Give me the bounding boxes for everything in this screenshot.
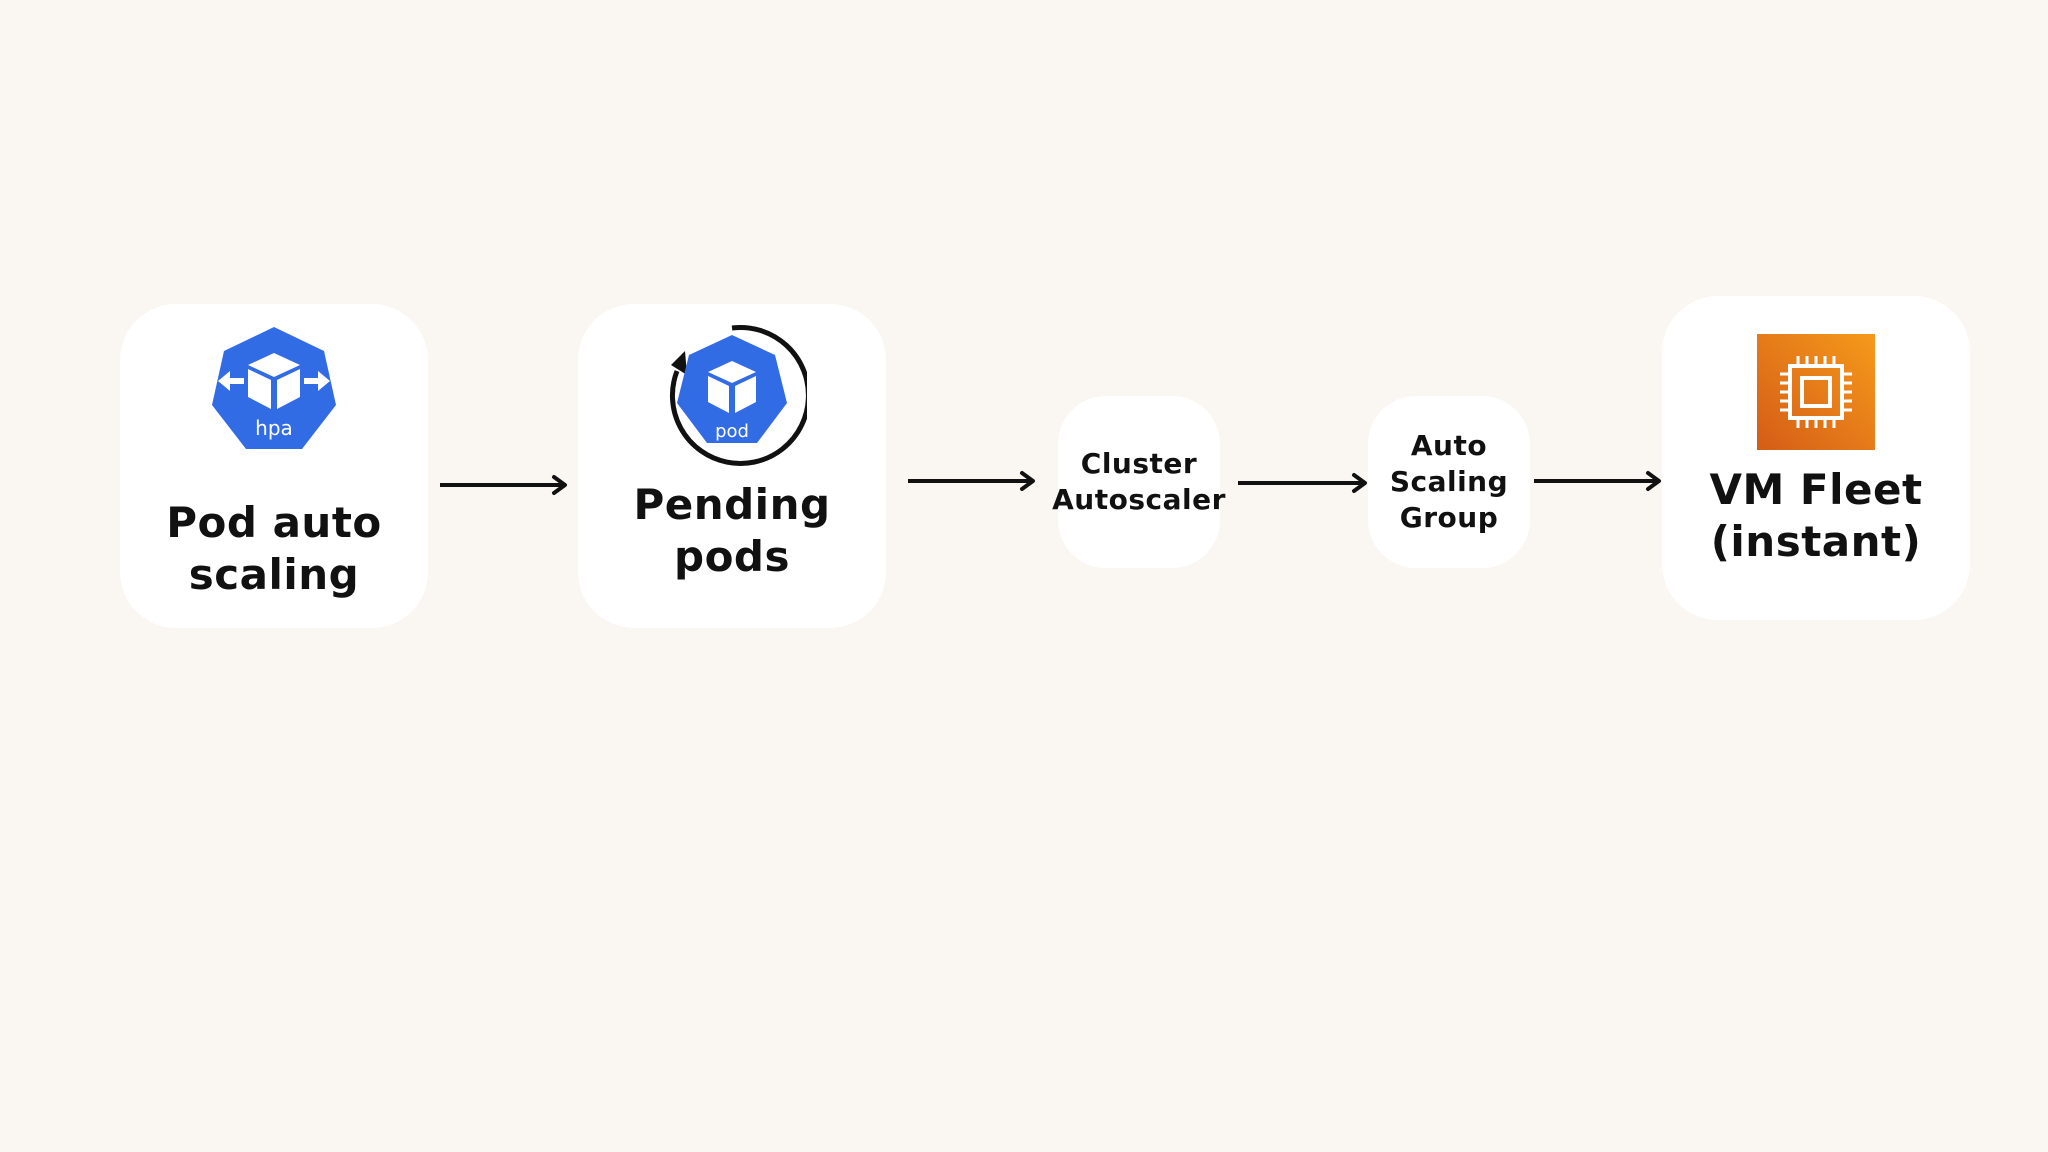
node-label: Pending pods bbox=[633, 480, 831, 581]
node-pod-auto-scaling: hpa Pod auto scaling bbox=[120, 304, 428, 628]
arrow-pending-to-ca bbox=[908, 471, 1035, 491]
arrow-ca-to-asg bbox=[1238, 473, 1367, 493]
refresh-arrow-icon bbox=[669, 324, 807, 466]
arrow-hpa-to-pending bbox=[440, 475, 567, 495]
ec2-chip-icon bbox=[1757, 334, 1875, 450]
node-label: Cluster Autoscaler bbox=[1052, 447, 1226, 516]
node-label: Auto Scaling Group bbox=[1389, 429, 1509, 534]
pod-icon-text: pod bbox=[715, 421, 749, 442]
node-label: Pod auto scaling bbox=[166, 498, 382, 599]
hpa-icon-text: hpa bbox=[255, 416, 293, 440]
hpa-icon: hpa bbox=[208, 325, 340, 453]
node-auto-scaling-group: Auto Scaling Group bbox=[1368, 396, 1530, 568]
node-label: VM Fleet (instant) bbox=[1709, 465, 1923, 566]
node-pending-pods: pod Pending pods bbox=[578, 304, 886, 628]
node-vm-fleet: VM Fleet (instant) bbox=[1662, 296, 1970, 620]
pod-icon: pod bbox=[657, 321, 807, 471]
arrow-asg-to-vm bbox=[1534, 471, 1661, 491]
node-cluster-autoscaler: Cluster Autoscaler bbox=[1052, 396, 1225, 568]
